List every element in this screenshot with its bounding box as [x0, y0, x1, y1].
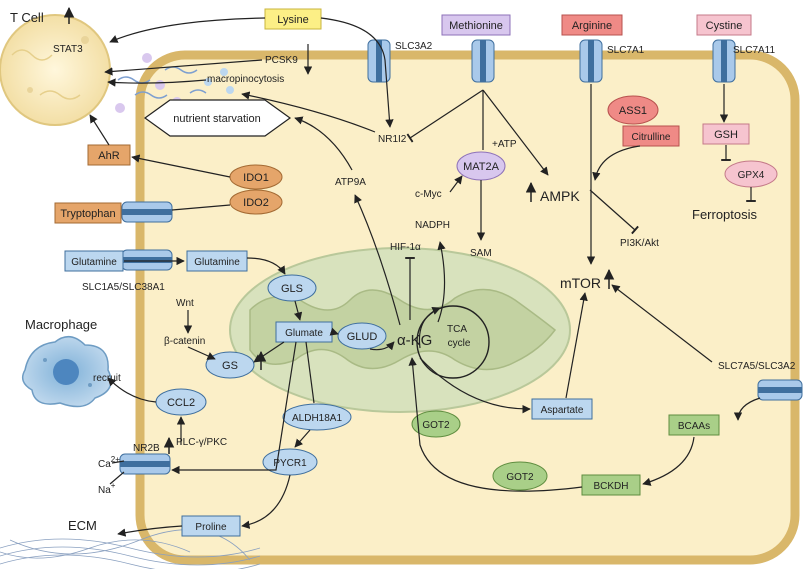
slc3a2-top-transporter — [367, 39, 391, 83]
slc3a2-top-label: SLC3A2 — [395, 41, 433, 52]
glumate-label: Glumate — [285, 328, 323, 339]
ca-label: Ca2+ — [98, 455, 120, 470]
lysine-box — [264, 8, 322, 30]
mat2a-label: MAT2A — [463, 161, 500, 173]
slc7a1-label: SLC7A1 — [607, 45, 645, 56]
ass1-label: ASS1 — [619, 105, 647, 117]
nr2b-label: NR2B — [133, 443, 160, 454]
got2-lower-label: GOT2 — [506, 472, 534, 483]
gpx4-label: GPX4 — [738, 170, 765, 181]
gsh-box — [702, 123, 750, 145]
slc7a11-transporter — [712, 39, 736, 83]
nr1i2-label: NR1I2 — [378, 134, 407, 145]
pathway-arrows — [89, 17, 761, 537]
ecm-mesh — [0, 529, 261, 569]
tca-cycle-ring — [416, 305, 490, 379]
arginine-box — [561, 14, 623, 36]
tryptophan-transporter — [121, 201, 173, 223]
slc7a5-label: SLC7A5/SLC3A2 — [718, 361, 796, 372]
glud-node — [337, 322, 387, 350]
cmyc-label: c-Myc — [415, 189, 442, 200]
pi3k-akt-label: PI3K/Akt — [620, 238, 659, 249]
cystine-label: Cystine — [706, 20, 743, 32]
recruit-label: recruit — [93, 373, 121, 384]
ccl2-label: CCL2 — [167, 397, 195, 409]
lysine-label: Lysine — [277, 14, 308, 26]
gsh-label: GSH — [714, 129, 738, 141]
slc7a1-transporter — [579, 39, 603, 83]
cycle-label: cycle — [448, 338, 471, 349]
slc1a5-label: SLC1A5/SLC38A1 — [82, 282, 165, 293]
bckdh-label: BCKDH — [593, 481, 628, 492]
citrulline-label: Citrulline — [632, 132, 671, 143]
tryptophan-label: Tryptophan — [60, 208, 115, 220]
citrulline-box — [622, 125, 680, 147]
aldh18a1-label: ALDH18A1 — [292, 413, 342, 424]
ampk-label: AMPK — [540, 188, 580, 204]
glutamine-in-label: Glutamine — [194, 257, 240, 268]
glutamine-out-label: Glutamine — [71, 257, 117, 268]
bcaas-label: BCAAs — [678, 421, 710, 432]
aldh18a1-node — [282, 403, 352, 431]
gs-label: GS — [222, 360, 238, 372]
wnt-label: Wnt — [176, 298, 194, 309]
bckdh-box — [581, 474, 641, 496]
slc7a11-label: SLC7A11 — [733, 45, 776, 56]
macropinocytosis-vesicles — [115, 53, 234, 113]
methionine-transporter — [471, 39, 495, 83]
stat3-label: STAT3 — [53, 44, 83, 55]
glutamine-out-box — [64, 250, 124, 272]
arginine-label: Arginine — [572, 20, 612, 32]
t-cell — [0, 14, 111, 126]
mtor-label: mTOR — [560, 275, 601, 291]
na-label: Na+ — [98, 481, 116, 496]
methionine-box — [441, 14, 511, 36]
glutamine-in-box — [186, 250, 248, 272]
akg-label: α-KG — [397, 332, 432, 349]
t-cell-label: T Cell — [10, 10, 44, 25]
nadph-label: NADPH — [415, 220, 450, 231]
aspartate-box — [531, 398, 593, 420]
gs-node — [205, 351, 255, 379]
ferroptosis-label: Ferroptosis — [692, 207, 758, 222]
pycr1-label: PYCR1 — [273, 458, 307, 469]
cystine-box — [696, 14, 752, 36]
pcsk9-label: PCSK9 — [265, 55, 298, 66]
tca-label: TCA — [447, 324, 467, 335]
ido2-label: IDO2 — [243, 197, 269, 209]
got2-upper-label: GOT2 — [422, 420, 450, 431]
hif1a-label: HIF-1α — [390, 242, 421, 253]
bcatenin-label: β-catenin — [164, 336, 205, 347]
glud-label: GLUD — [347, 331, 378, 343]
ecm-label: ECM — [68, 518, 97, 533]
nr2b-transporter — [119, 453, 171, 475]
ass1-node — [607, 95, 659, 125]
nutrient-starvation-shape — [143, 99, 292, 137]
slc1a5-transporter — [121, 249, 173, 271]
aspartate-label: Aspartate — [541, 405, 584, 416]
ido1-label: IDO1 — [243, 172, 269, 184]
tryptophan-box — [54, 202, 122, 224]
ido2-node — [229, 189, 283, 215]
sam-label: SAM — [470, 248, 492, 259]
macrophage-label: Macrophage — [25, 317, 97, 332]
nutrient-starvation-label: nutrient starvation — [173, 113, 260, 125]
got2-lower-node — [492, 461, 548, 491]
macrophage — [21, 336, 112, 408]
gls-node — [267, 274, 317, 302]
proline-label: Proline — [195, 522, 227, 533]
plc-label: PLC-γ/PKC — [176, 437, 227, 448]
bcaas-box — [668, 414, 720, 436]
got2-upper-node — [411, 410, 461, 438]
methionine-label: Methionine — [449, 20, 503, 32]
gls-label: GLS — [281, 283, 303, 295]
slc7a5-transporter — [757, 379, 803, 401]
ahr-label: AhR — [98, 150, 119, 162]
macropinocytosis-label: macropinocytosis — [207, 74, 284, 85]
plus-atp-label: +ATP — [492, 139, 517, 150]
atp9a-label: ATP9A — [335, 177, 366, 188]
